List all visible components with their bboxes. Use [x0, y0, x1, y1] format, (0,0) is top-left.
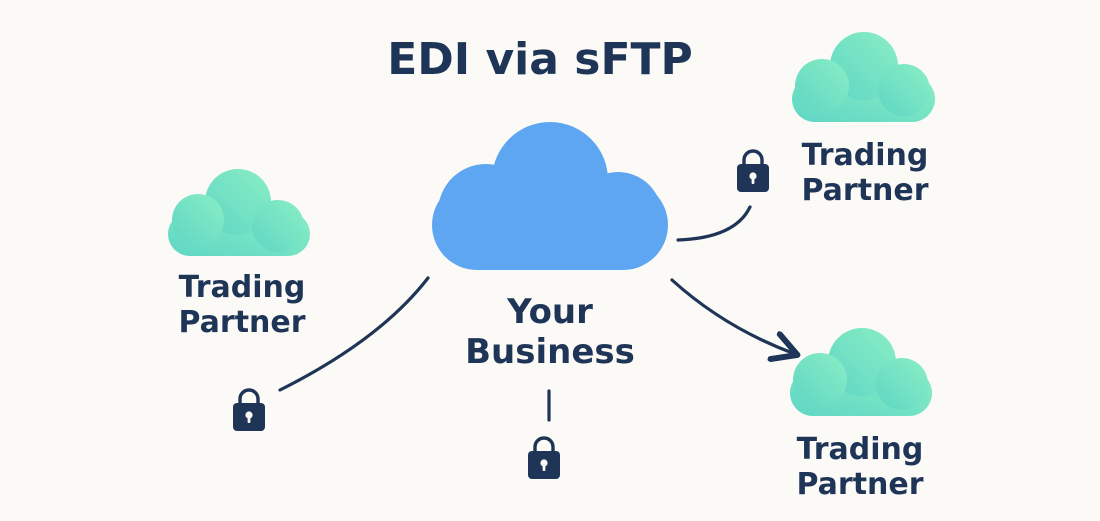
partner-label-left: Trading Partner — [142, 270, 342, 341]
partner-label-left-line2: Partner — [178, 305, 306, 341]
diagram-title: EDI via sFTP — [387, 34, 693, 85]
partner-label-bottom-right-line1: Trading — [796, 432, 924, 467]
lock-icon-bottom — [528, 436, 560, 479]
partner-label-top-right-line1: Trading — [801, 138, 929, 173]
partner-cloud-icon-left — [168, 169, 310, 256]
partner-cloud-icon-bottom-right — [790, 328, 932, 416]
lock-icon-top-right — [737, 149, 769, 192]
business-label-line1: Your — [507, 292, 593, 332]
connector-top-right — [676, 205, 752, 242]
partner-cloud-icon-top-right — [792, 32, 935, 122]
business-label-line2: Business — [465, 332, 635, 373]
partner-label-bottom-right: Trading Partner — [760, 432, 960, 503]
business-cloud-icon — [432, 122, 668, 270]
partner-label-top-right: Trading Partner — [765, 138, 965, 209]
business-label: Your Business — [420, 292, 680, 372]
connector-bottom-right-arrow — [670, 278, 795, 354]
partner-label-bottom-right-line2: Partner — [796, 467, 924, 503]
lock-icon-left — [233, 388, 265, 431]
partner-label-left-line1: Trading — [178, 270, 306, 305]
partner-label-top-right-line2: Partner — [801, 173, 929, 209]
connector-left — [278, 276, 430, 392]
